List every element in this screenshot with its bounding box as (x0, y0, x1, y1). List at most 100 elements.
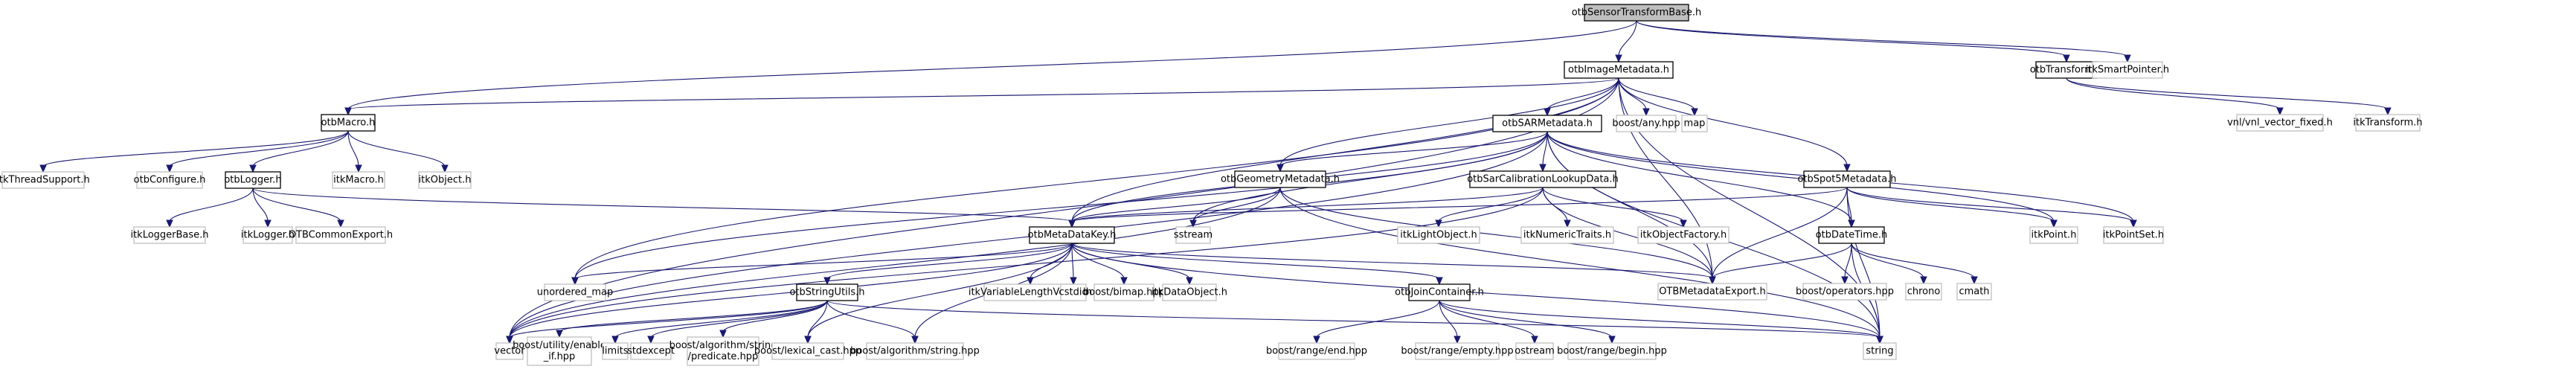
edge-logger-to-itklogger (252, 187, 269, 222)
node-box (332, 171, 385, 189)
node-box[interactable] (1818, 226, 1885, 244)
node-logger[interactable]: otbLogger.h (224, 171, 282, 189)
arrowhead-macro-to-itkobject (441, 164, 449, 173)
edge-imd-to-macro (347, 77, 1619, 110)
node-box[interactable] (1584, 4, 1689, 22)
node-strutils[interactable]: otbStringUtils.h (789, 283, 865, 301)
node-box[interactable] (1492, 115, 1602, 132)
arrowhead-imd-to-sarmd (1544, 108, 1551, 117)
node-label: boost/any.hpp (1612, 118, 1680, 129)
arrowhead-macro-to-configure (166, 164, 173, 173)
node-box (1162, 283, 1217, 301)
node-root[interactable]: otbSensorTransformBase.h (1572, 4, 1702, 22)
node-datetime[interactable]: otbDateTime.h (1816, 226, 1888, 244)
arrowhead-mdkey-to-varlenvec (1027, 277, 1034, 286)
node-box[interactable] (1469, 170, 1616, 188)
node-sarmd[interactable]: otbSARMetadata.h (1492, 115, 1602, 132)
node-box[interactable] (1408, 283, 1471, 301)
node-box (1515, 342, 1554, 360)
node-label: _if.hpp (543, 351, 576, 362)
node-box (136, 171, 203, 189)
node-transform[interactable]: otbTransform.h (2030, 61, 2103, 79)
node-lexicalcast: boost/lexical_cast.hpp (754, 342, 861, 360)
node-operators: boost/operators.hpp (1796, 283, 1894, 301)
edge-sarmd-to-geommd (1279, 131, 1548, 167)
node-box (687, 336, 759, 366)
node-box (1520, 226, 1614, 244)
node-box (295, 226, 386, 244)
node-cmath: cmath (1956, 283, 1992, 301)
node-threadsupport: itkThreadSupport.h (0, 171, 90, 189)
node-label: stdexcept (627, 346, 675, 357)
node-label: boost/range/end.hpp (1266, 346, 1367, 357)
node-bimap: boost/bimap.hpp (1083, 283, 1165, 301)
node-box (2029, 226, 2078, 244)
nodes-layer: otbSensorTransformBase.h otbImageMetadata… (0, 4, 2423, 366)
edge-spot5-to-mdexport (1712, 187, 1848, 279)
node-geommd[interactable]: otbGeometryMetadata.h (1221, 170, 1340, 188)
arrowhead-logger-to-itklogger (264, 219, 272, 228)
arrowhead-datetime-to-cmath (1970, 276, 1978, 285)
arrowhead-strutils-to-enableif (556, 330, 563, 339)
node-label: itkSmartPointer.h (2086, 65, 2169, 76)
edge-strutils-to-string (826, 300, 1880, 339)
edge-imd-to-anyhpp (1618, 77, 1647, 111)
node-numerictraits: itkNumericTraits.h (1520, 226, 1614, 244)
edge-joincontainer-to-ostream (1439, 300, 1535, 339)
node-spot5[interactable]: otbSpot5Metadata.h (1797, 170, 1897, 188)
edge-mdkey-to-vector (509, 243, 1073, 339)
edge-strutils-to-lexicalcast (807, 300, 828, 339)
node-box[interactable] (225, 171, 281, 189)
node-sarcal[interactable]: otbSarCalibrationLookupData.h (1467, 170, 1619, 188)
node-box (418, 171, 472, 189)
node-label: boost/lexical_cast.hpp (754, 346, 861, 357)
node-box (771, 342, 844, 360)
node-box[interactable] (796, 283, 858, 301)
edge-datetime-to-mdexport (1712, 243, 1852, 279)
node-box[interactable] (1234, 170, 1326, 188)
node-box (1397, 226, 1480, 244)
node-label: cmath (1959, 286, 1989, 298)
node-box[interactable] (1029, 226, 1115, 244)
arrowhead-root-to-smartptr (2124, 54, 2131, 63)
node-label: boost/bimap.hpp (1083, 287, 1165, 298)
node-label: otbImageMetadata.h (1568, 65, 1669, 76)
edge-logger-to-commonexport (252, 187, 341, 222)
arrowhead-imd-to-spot5 (1843, 164, 1851, 173)
node-rangeend: boost/range/end.hpp (1266, 342, 1367, 360)
node-predicate: boost/algorithm/string/predicate.hpp (669, 336, 777, 366)
node-box[interactable] (1803, 170, 1891, 188)
node-mdkey[interactable]: otbMetaDataKey.h (1028, 226, 1117, 244)
node-loggerbase: itkLoggerBase.h (130, 226, 209, 244)
node-limits: limits (602, 342, 629, 360)
arrowhead-sarmd-to-geommd (1276, 164, 1284, 173)
edge-imd-to-geommd (1279, 77, 1619, 167)
node-label: otbSARMetadata.h (1502, 118, 1593, 129)
edge-mdkey-to-dataobject (1071, 243, 1190, 280)
arrowhead-mdkey-to-bimap (1120, 277, 1128, 286)
node-label: /predicate.hpp (688, 351, 759, 362)
node-box (866, 342, 964, 360)
node-macro[interactable]: otbMacro.h (321, 114, 376, 132)
arrowhead-spot5-to-itkpoint (2050, 219, 2058, 228)
edge-mdkey-to-string (1071, 243, 1880, 339)
node-joincontainer[interactable]: otbJoinContainer.h (1395, 283, 1484, 301)
node-imd[interactable]: otbImageMetadata.h (1564, 61, 1674, 79)
arrowhead-strutils-to-predicate (719, 330, 727, 339)
arrowhead-strutils-to-stdexcept (647, 336, 655, 344)
arrowhead-imd-to-map (1691, 108, 1698, 117)
arrowhead-mdkey-to-unorderedmap (571, 277, 579, 286)
edge-macro-to-logger (252, 130, 349, 167)
node-label: boost/range/begin.hpp (1557, 346, 1667, 357)
arrowhead-joincontainer-to-rangebegin (1608, 336, 1616, 344)
node-itkobject: itkObject.h (418, 171, 472, 189)
node-label: boost/algorithm/string (669, 340, 777, 351)
edge-imd-to-sarmd (1546, 77, 1619, 111)
arrowhead-sarcal-to-numerictraits (1564, 219, 1571, 228)
node-box[interactable] (1564, 61, 1674, 79)
node-box[interactable] (321, 114, 376, 132)
node-lightobject: itkLightObject.h (1397, 226, 1480, 244)
edge-datetime-to-operators (1844, 243, 1852, 279)
node-label: itkPointSet.h (2103, 230, 2164, 241)
arrowhead-transform-to-vnlvec (2276, 107, 2284, 116)
